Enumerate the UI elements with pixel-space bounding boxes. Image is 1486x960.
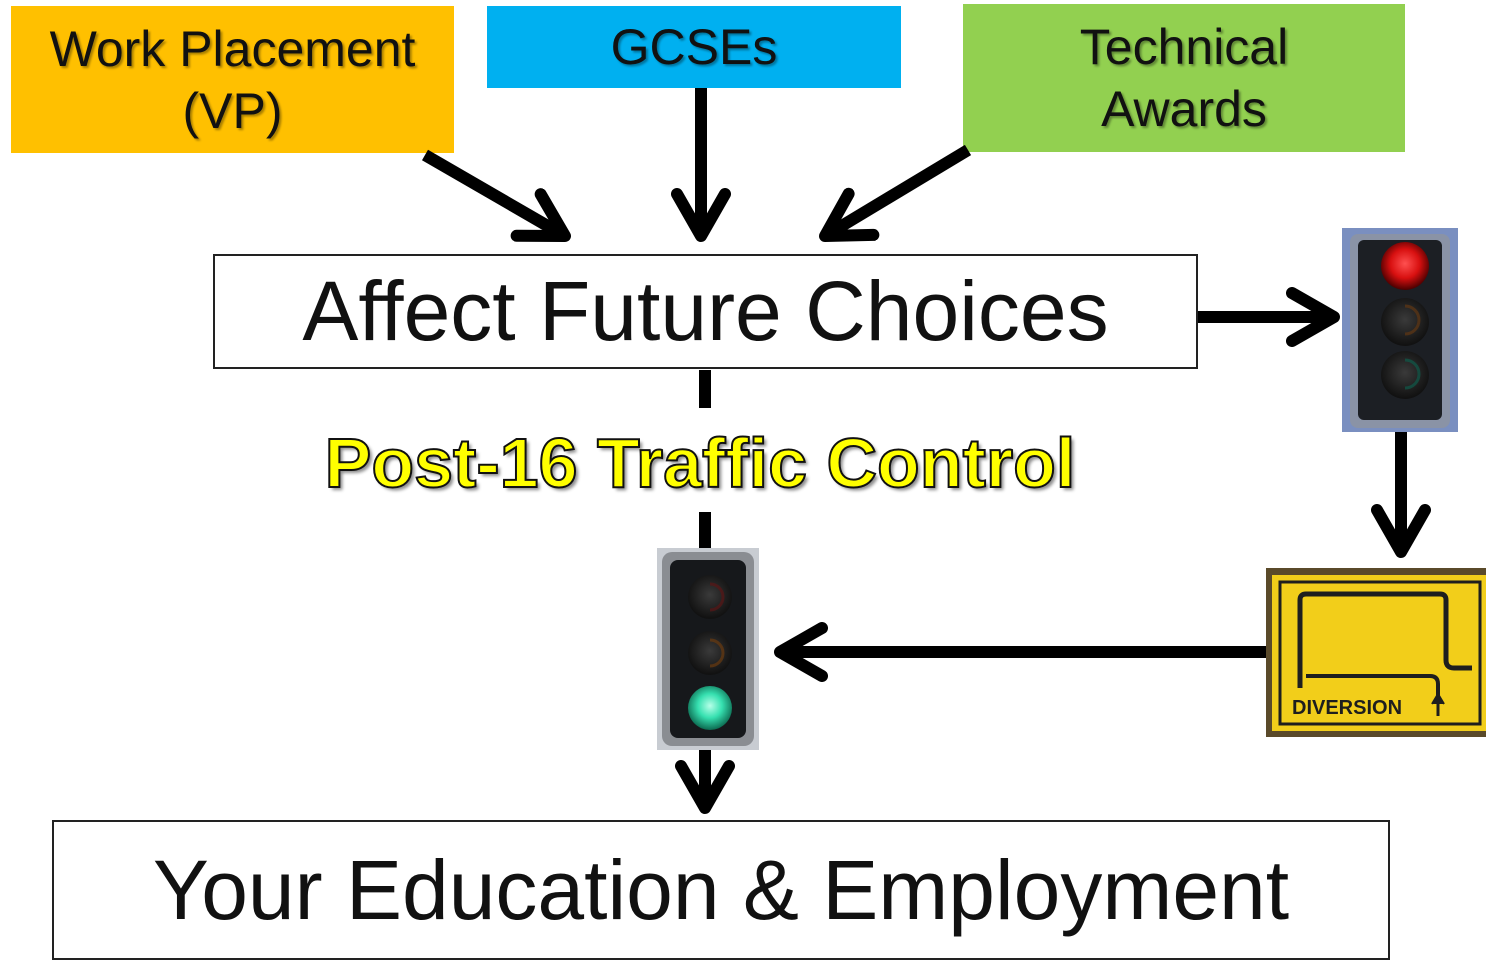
technical-awards-label-line1: Technical [1079,19,1289,75]
work-placement-sublabel: (VP) [182,82,283,139]
diversion-sign-label: DIVERSION [1292,697,1402,719]
technical-awards-label-line2: Awards [1101,81,1267,137]
affect-future-choices-box: Affect Future Choices [213,254,1198,369]
traffic-light-green-icon [657,548,759,750]
diagram-connectors: DIVERSION [421,88,1486,814]
education-employment-label: Your Education & Employment [152,843,1290,937]
work-placement-label: Work Placement [49,20,416,77]
gcses-label: GCSEs [610,19,778,75]
traffic-light-red-icon [1342,228,1458,432]
arrow-vp-to-choices [421,149,571,242]
affect-future-choices-label: Affect Future Choices [302,264,1109,358]
work-placement-box: Work Placement (VP) [11,6,454,153]
technical-awards-box: Technical Awards [963,4,1405,152]
arrow-tech-to-choices [819,144,972,242]
gcses-box: GCSEs [487,6,901,88]
diversion-sign-icon: DIVERSION [1266,568,1486,737]
post-16-traffic-control-label: Post-16 Traffic Control [324,423,1077,503]
